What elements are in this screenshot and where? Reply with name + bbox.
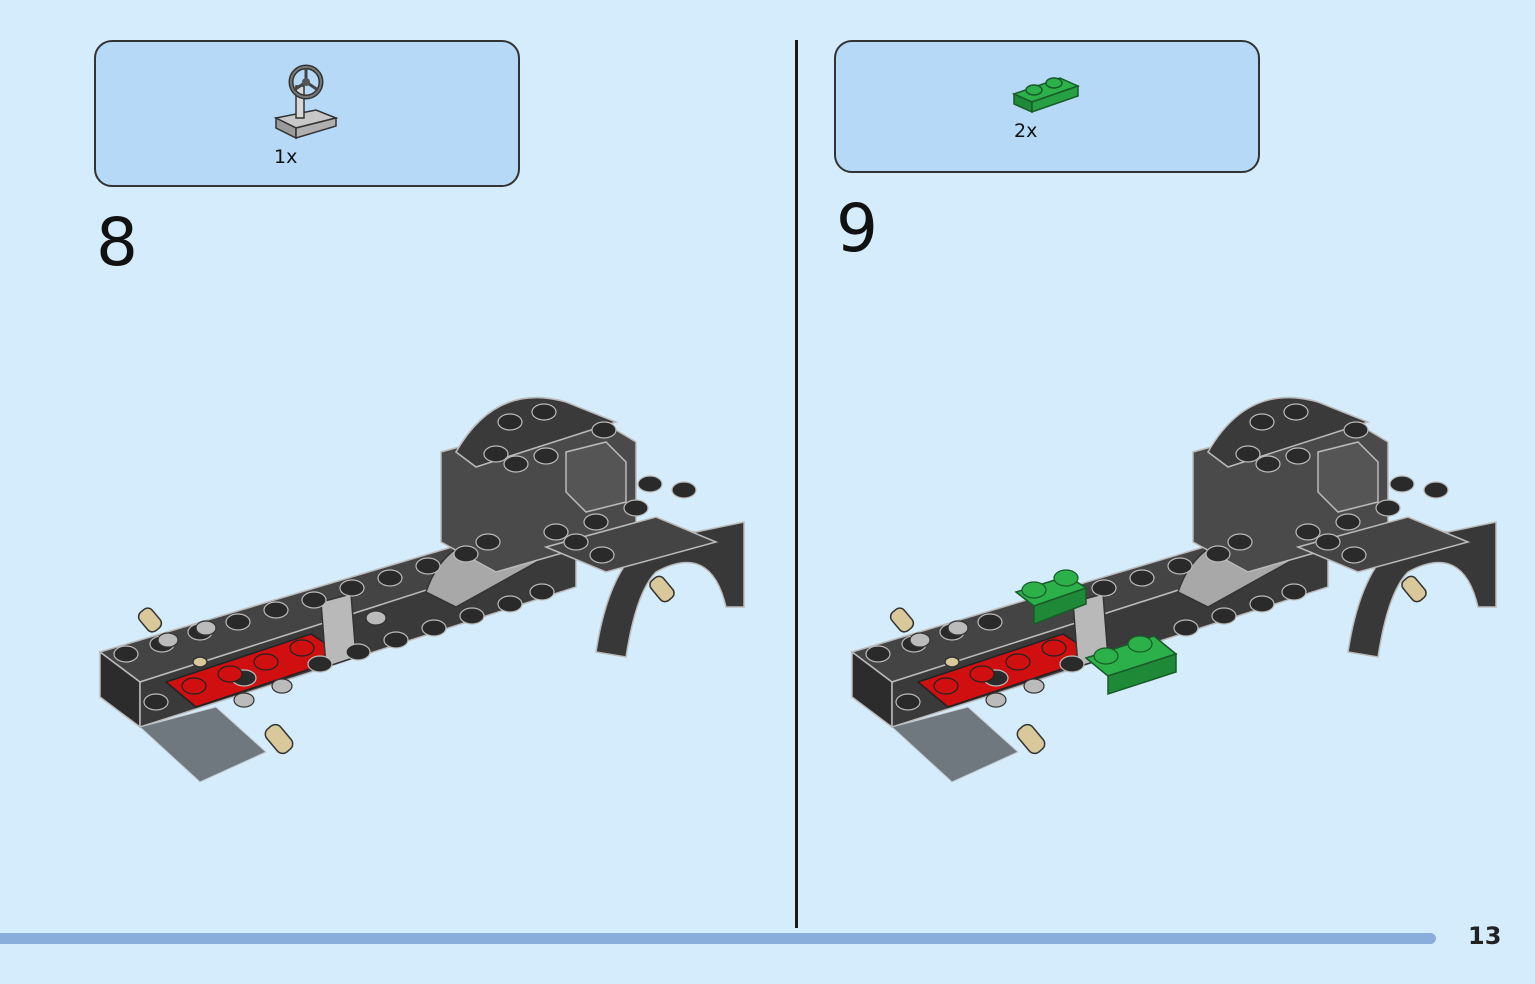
part-quantity: 1x [274,146,298,168]
step-number-8: 8 [96,204,138,281]
page-number: 13 [1468,922,1502,950]
car-chassis-model [98,396,745,783]
car-chassis-model [850,396,1497,783]
step-9-model-illustration [850,396,1497,783]
page-progress-bar [0,933,1436,944]
step-divider [795,40,798,928]
step-number-9: 9 [836,190,878,267]
part-quantity: 2x [1014,120,1038,142]
green-plate-1x2-icon [1011,77,1081,114]
parts-callout-step-8: 1x [94,40,520,187]
parts-callout-step-9: 2x [834,40,1260,173]
step-8-model-illustration [98,396,745,783]
steering-wheel-brick-icon [273,64,339,140]
